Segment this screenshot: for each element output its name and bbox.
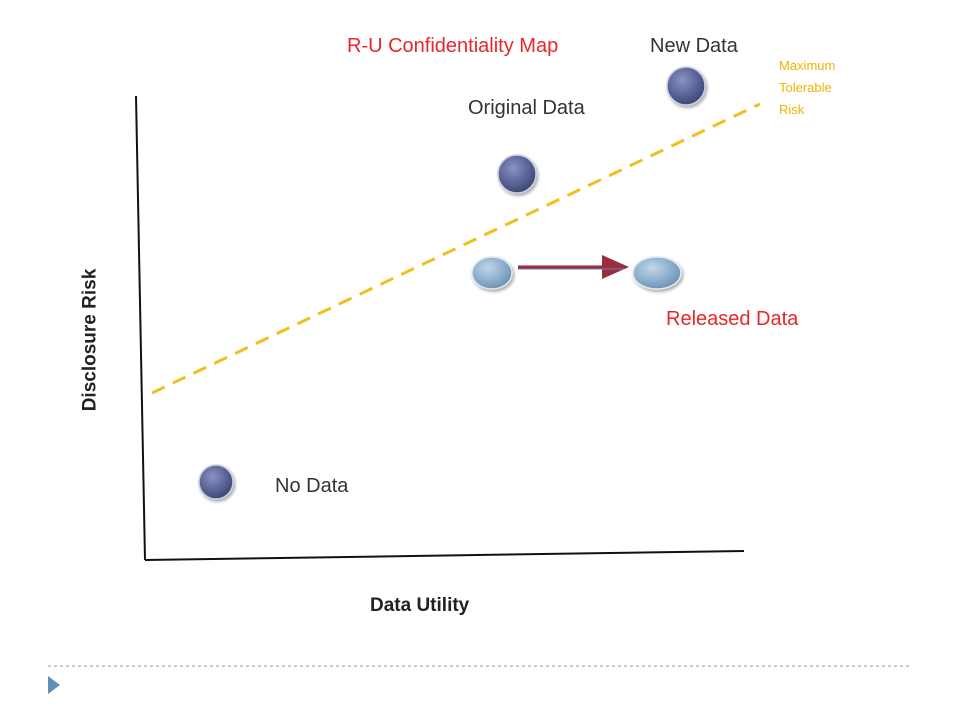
new-data-point [666,66,706,106]
no-data-label: No Data [275,475,349,497]
max-risk-line-3: Risk [779,102,805,117]
original-data-point [497,154,537,194]
intermediate-data-point [471,256,513,290]
original-data-label: Original Data [468,97,585,119]
max-risk-line-1: Maximum [779,58,836,73]
slide-bullet-arrow-icon [48,676,60,694]
released-data-label: Released Data [666,308,799,330]
x-axis-label: Data Utility [370,595,470,616]
no-data-point [198,464,234,500]
diagram-title: R-U Confidentiality Map [347,35,559,57]
max-risk-line-2: Tolerable [779,80,832,95]
x-axis [144,550,745,561]
y-axis-label: Disclosure Risk [79,268,101,412]
max-tolerable-risk-line [151,102,761,395]
new-data-label: New Data [650,35,738,57]
y-axis [135,95,146,561]
released-data-point [632,256,682,290]
max-tolerable-risk-label: Maximum Tolerable Risk [779,55,835,121]
